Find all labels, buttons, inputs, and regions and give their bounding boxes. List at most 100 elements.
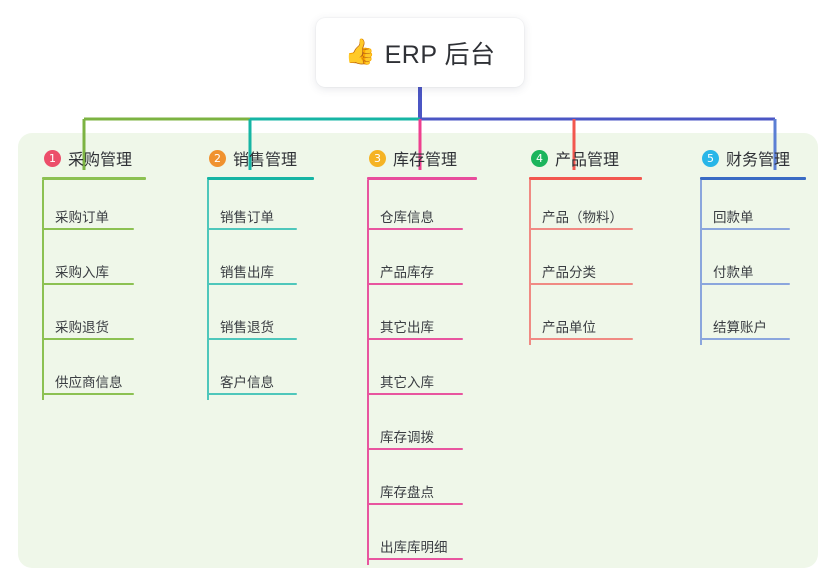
item-underline xyxy=(42,338,134,340)
root-node-content: 👍 ERP 后台 xyxy=(344,35,495,71)
list-item[interactable]: 产品分类 xyxy=(529,235,642,290)
item-underline xyxy=(367,448,463,450)
item-label: 客户信息 xyxy=(220,375,274,390)
item-connector xyxy=(42,290,44,345)
list-item[interactable]: 供应商信息 xyxy=(42,345,146,400)
list-item[interactable]: 销售出库 xyxy=(207,235,314,290)
item-underline xyxy=(700,228,790,230)
item-label: 产品分类 xyxy=(542,265,596,280)
item-underline xyxy=(42,283,134,285)
list-item[interactable]: 库存调拨 xyxy=(367,400,477,455)
list-item[interactable]: 采购入库 xyxy=(42,235,146,290)
item-underline xyxy=(367,338,463,340)
item-label: 销售订单 xyxy=(220,210,274,225)
list-item[interactable]: 采购退货 xyxy=(42,290,146,345)
item-connector xyxy=(207,180,209,235)
column-header-4[interactable]: 4 产品管理 xyxy=(529,146,642,170)
column-badge-4: 4 xyxy=(531,149,548,167)
column-badge-3: 3 xyxy=(369,149,386,167)
list-item[interactable]: 客户信息 xyxy=(207,345,314,400)
column-销售管理: 2 销售管理销售订单销售出库销售退货客户信息 xyxy=(207,146,314,400)
item-label: 供应商信息 xyxy=(55,375,123,390)
column-underline xyxy=(529,177,642,180)
item-connector xyxy=(207,345,209,400)
list-item[interactable]: 结算账户 xyxy=(700,290,806,345)
column-title: 销售管理 xyxy=(233,152,298,169)
item-label: 销售出库 xyxy=(220,265,274,280)
item-underline xyxy=(367,393,463,395)
item-label: 库存盘点 xyxy=(380,485,434,500)
item-label: 销售退货 xyxy=(220,320,274,335)
item-underline xyxy=(207,338,297,340)
item-connector xyxy=(207,290,209,345)
item-connector xyxy=(700,290,702,345)
item-underline xyxy=(42,228,134,230)
column-items: 回款单付款单结算账户 xyxy=(700,180,806,345)
list-item[interactable]: 产品（物料） xyxy=(529,180,642,235)
column-title: 产品管理 xyxy=(555,152,620,169)
item-label: 回款单 xyxy=(713,210,754,225)
column-产品管理: 4 产品管理产品（物料） 产品分类产品单位 xyxy=(529,146,642,345)
item-label: 产品单位 xyxy=(542,320,596,335)
list-item[interactable]: 付款单 xyxy=(700,235,806,290)
item-connector xyxy=(42,345,44,400)
item-underline xyxy=(367,283,463,285)
item-connector xyxy=(367,510,369,565)
item-label: 采购入库 xyxy=(55,265,109,280)
root-node[interactable]: 👍 ERP 后台 xyxy=(316,18,524,87)
column-header-3[interactable]: 3 库存管理 xyxy=(367,146,477,170)
column-header-5[interactable]: 5 财务管理 xyxy=(700,146,806,170)
diagram-panel xyxy=(18,133,818,568)
item-connector xyxy=(367,455,369,510)
list-item[interactable]: 回款单 xyxy=(700,180,806,235)
item-underline xyxy=(367,558,463,560)
item-label: 产品（物料） xyxy=(542,210,623,225)
item-connector xyxy=(367,290,369,345)
list-item[interactable]: 仓库信息 xyxy=(367,180,477,235)
column-title: 库存管理 xyxy=(393,152,458,169)
column-items: 销售订单销售出库销售退货客户信息 xyxy=(207,180,314,400)
item-underline xyxy=(207,228,297,230)
item-connector xyxy=(367,345,369,400)
column-underline xyxy=(207,177,314,180)
list-item[interactable]: 其它入库 xyxy=(367,345,477,400)
item-label: 仓库信息 xyxy=(380,210,434,225)
list-item[interactable]: 销售退货 xyxy=(207,290,314,345)
column-库存管理: 3 库存管理仓库信息产品库存其它出库其它入库库存调拨库存盘点出库库明细 xyxy=(367,146,477,565)
item-underline xyxy=(700,338,790,340)
list-item[interactable]: 销售订单 xyxy=(207,180,314,235)
item-label: 出库库明细 xyxy=(380,540,448,555)
list-item[interactable]: 库存盘点 xyxy=(367,455,477,510)
item-connector xyxy=(529,235,531,290)
item-underline xyxy=(207,283,297,285)
list-item[interactable]: 采购订单 xyxy=(42,180,146,235)
column-items: 采购订单采购入库采购退货供应商信息 xyxy=(42,180,146,400)
item-connector xyxy=(529,290,531,345)
item-underline xyxy=(367,228,463,230)
item-connector xyxy=(367,235,369,290)
column-badge-5: 5 xyxy=(702,149,719,167)
list-item[interactable]: 产品单位 xyxy=(529,290,642,345)
column-items: 仓库信息产品库存其它出库其它入库库存调拨库存盘点出库库明细 xyxy=(367,180,477,565)
list-item[interactable]: 其它出库 xyxy=(367,290,477,345)
item-label: 采购退货 xyxy=(55,320,109,335)
item-underline xyxy=(529,228,633,230)
column-title: 财务管理 xyxy=(726,152,791,169)
list-item[interactable]: 出库库明细 xyxy=(367,510,477,565)
item-connector xyxy=(529,180,531,235)
column-header-2[interactable]: 2 销售管理 xyxy=(207,146,314,170)
item-underline xyxy=(367,503,463,505)
column-underline xyxy=(700,177,806,180)
list-item[interactable]: 产品库存 xyxy=(367,235,477,290)
item-underline xyxy=(700,283,790,285)
column-badge-2: 2 xyxy=(209,149,226,167)
item-connector xyxy=(367,180,369,235)
column-items: 产品（物料） 产品分类产品单位 xyxy=(529,180,642,345)
item-connector xyxy=(42,180,44,235)
thumbs-up-icon: 👍 xyxy=(344,38,376,66)
item-connector xyxy=(367,400,369,455)
item-underline xyxy=(207,393,297,395)
